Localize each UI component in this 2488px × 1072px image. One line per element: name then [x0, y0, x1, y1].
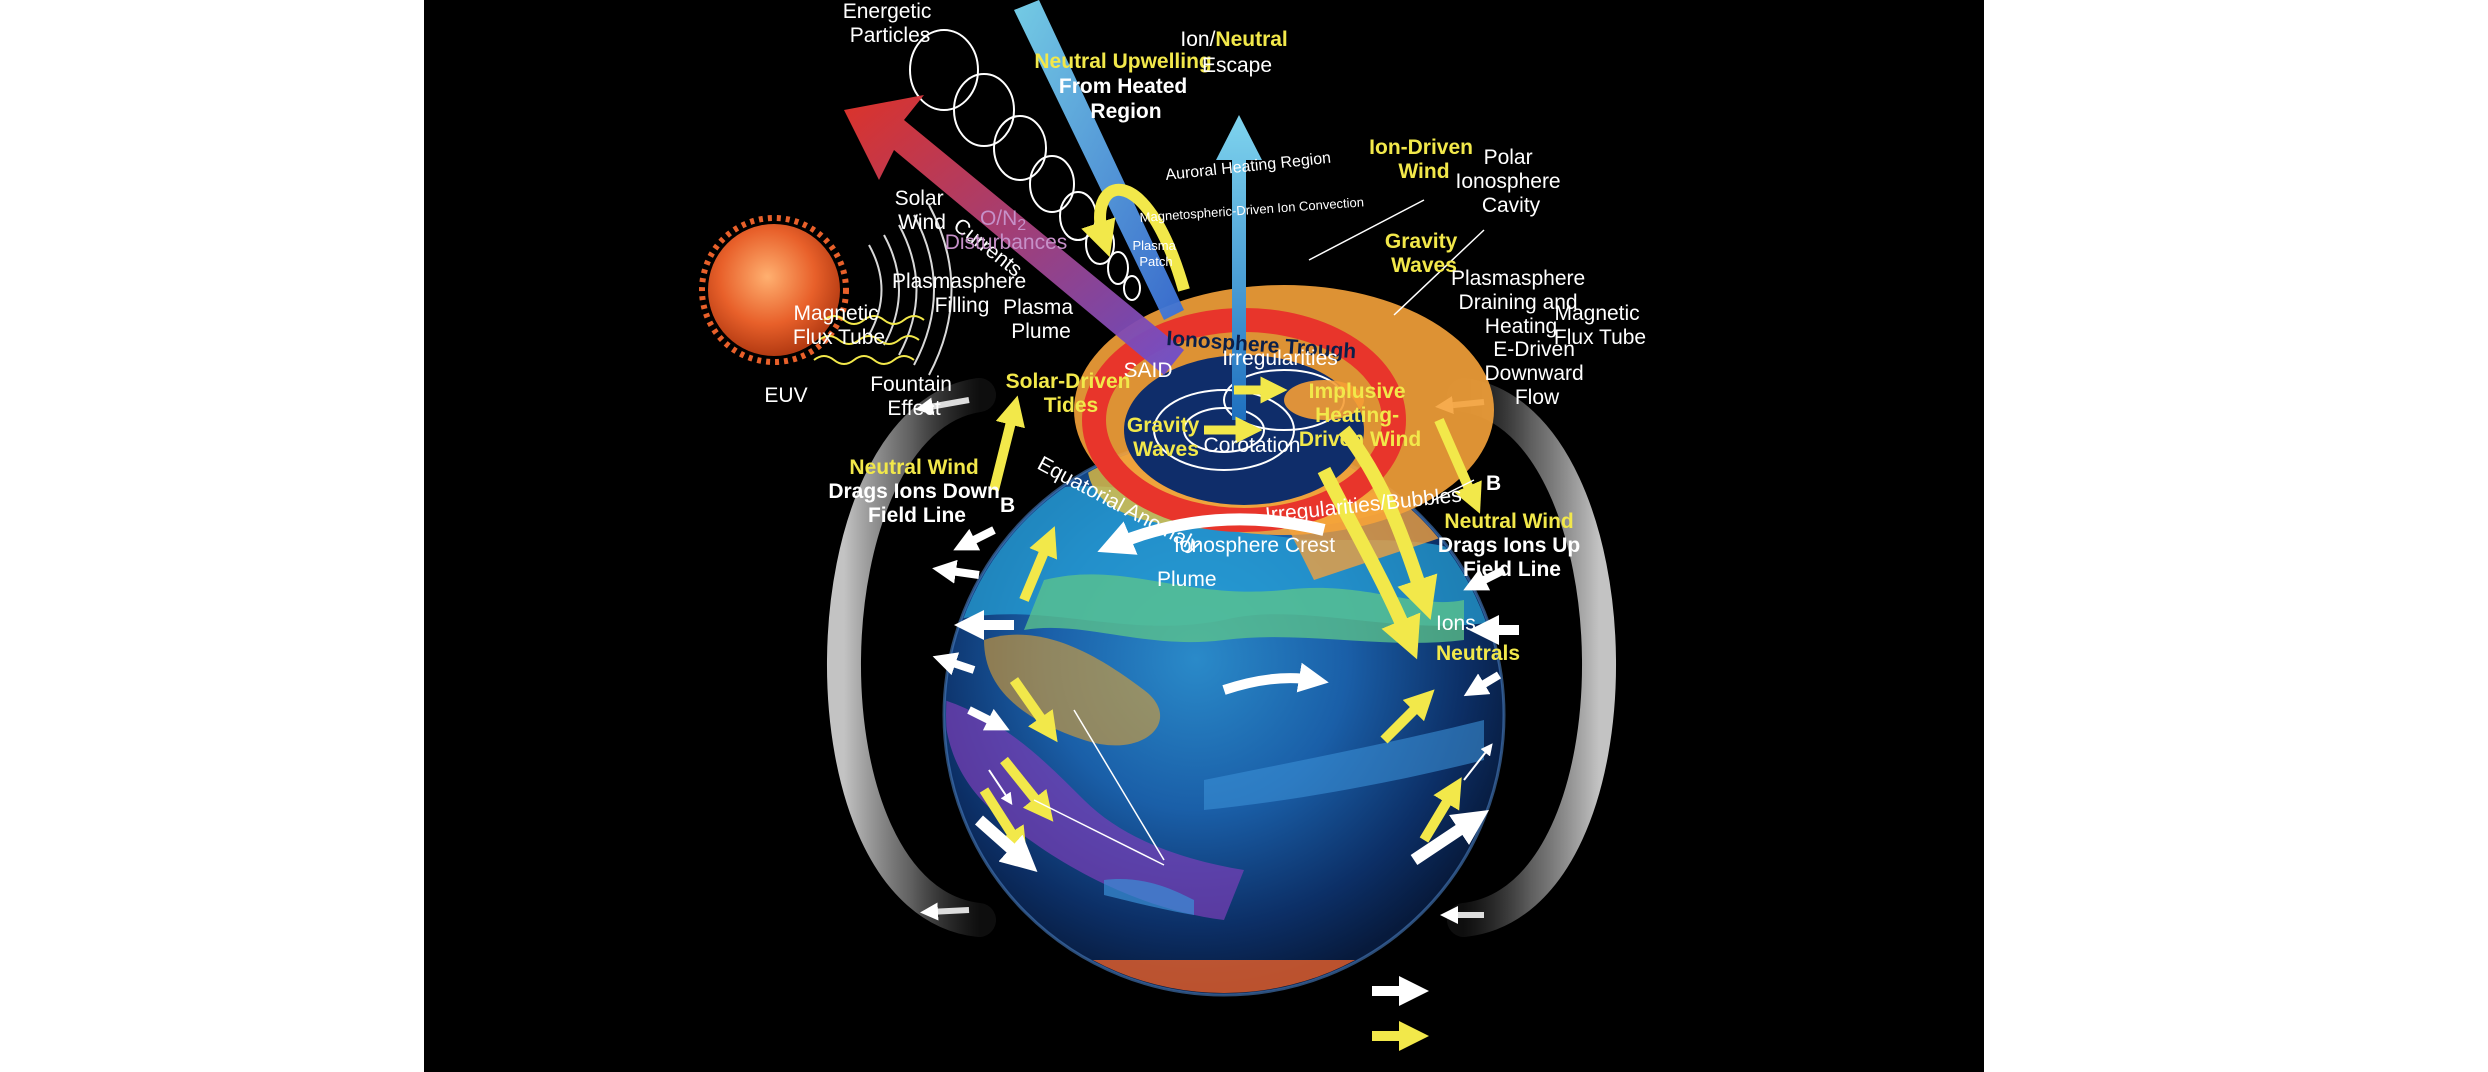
label-neutral-wind-up: Neutral Wind Drags Ions Up Field Line [1438, 510, 1586, 581]
label-magnetic-flux-tube-left: Magnetic Flux Tube [793, 302, 885, 349]
magnetic-flux-tube-right [1447, 378, 1616, 937]
plasmasphere-filling-neutral-arrow [989, 395, 1025, 492]
solar-wind-arcs [868, 204, 953, 376]
label-on2-disturbances: O/N2 Disturbances [945, 207, 1068, 254]
b-field-vector-right [1463, 743, 1493, 781]
label-fountain-effect: Fountain Effect [870, 373, 958, 420]
label-plasmasphere-draining: Plasmasphere Draining and Heating [1451, 267, 1591, 338]
label-magnetospheric-convection: Magnetospheric-Driven Ion Convection [1139, 194, 1364, 225]
label-plasma-patch: Plasma Patch [1133, 238, 1180, 269]
nw-down-ion-arrow [975, 815, 1038, 872]
edriven-arrow-1 [1463, 566, 1506, 591]
neutral-upwelling-arrow [1081, 183, 1190, 292]
label-solar-driven-tides: Solar-Driven Tides [1006, 370, 1137, 417]
ion-neutral-escape-arrow [1216, 115, 1262, 420]
fountain-arrow-5 [967, 706, 1010, 731]
gravity-waves-mid-arrow [1380, 689, 1435, 744]
nw-up-ion-arrow [1410, 810, 1489, 865]
label-energetic-particles: Energetic Particles [843, 0, 938, 47]
label-corotation: Corotation [1204, 434, 1301, 457]
solar-tides-arrow [1019, 526, 1058, 602]
ionosphere-trough-arrow [1097, 513, 1326, 555]
label-ion-driven-wind: Ion-Driven Wind [1369, 136, 1479, 183]
nw-up-neutral-arrow [1419, 777, 1462, 843]
flux-arrow-top-left [915, 397, 970, 416]
ionosphere-thermosphere-diagram: Energetic Particles Currents Neutral Upw… [699, 0, 1646, 1051]
magnetic-flux-tube-left [827, 378, 996, 937]
corotation-arrow [1222, 662, 1329, 695]
implusive-wind-arrow-2 [1317, 466, 1421, 660]
label-solar-wind: Solar Wind [895, 187, 950, 234]
edriven-arrow-3 [1463, 671, 1502, 697]
solar-tides-arrow-down [1009, 677, 1058, 743]
label-ionosphere-crest: Ionosphere Crest [1174, 534, 1335, 557]
gravity-waves-neutral-arrow [1434, 417, 1482, 514]
label-irregularities: Irregularities [1222, 347, 1338, 370]
label-polar-ionosphere-cavity: Polar Ionosphere Cavity [1456, 146, 1567, 217]
sun-icon [699, 215, 849, 365]
label-said: SAID [1123, 359, 1172, 382]
implusive-wind-arrow-1 [1338, 425, 1438, 620]
leader-lines [1033, 199, 1485, 866]
label-neutral-upwelling: Neutral Upwelling From Heated Region [1034, 50, 1217, 123]
fountain-arrow-1 [953, 526, 996, 551]
b-field-vector-left [988, 769, 1013, 805]
label-edriven-downward-flow: E-Driven Downward Flow [1484, 338, 1589, 409]
label-b-left: B [1000, 494, 1015, 517]
label-neutral-wind-down: Neutral Wind Drags Ions Down Field Line [828, 456, 1005, 527]
label-ion-neutral-escape: Ion/Neutral Escape [1180, 28, 1293, 77]
legend-ions-label: Ions [1436, 612, 1476, 635]
flux-arrow-bottom-left [920, 902, 970, 921]
euv-waves [813, 315, 925, 365]
label-magnetic-flux-tube-right: Magnetic Flux Tube [1554, 302, 1646, 349]
label-plasmasphere-filling: Plasmasphere Filling [892, 270, 1032, 317]
fountain-arrow-4 [932, 652, 976, 676]
energetic-particles-arrow [1014, 0, 1184, 320]
label-euv: EUV [764, 384, 807, 407]
legend-neutrals-label: Neutrals [1436, 642, 1520, 665]
label-plume: Plume [1157, 568, 1217, 591]
fountain-arrow-2 [932, 559, 980, 584]
label-gravity-waves-top: Gravity Waves [1385, 230, 1463, 277]
label-plasma-plume: Plasma Plume [1003, 296, 1079, 343]
label-implusive-heating-wind: Implusive Heating- Driven Wind [1299, 380, 1421, 451]
label-b-right: B [1486, 472, 1501, 495]
currents-arrow [844, 95, 1184, 375]
label-gravity-waves-mid: Gravity Waves [1127, 414, 1205, 461]
diagram-panel: Energetic Particles Currents Neutral Upw… [424, 0, 1984, 1072]
